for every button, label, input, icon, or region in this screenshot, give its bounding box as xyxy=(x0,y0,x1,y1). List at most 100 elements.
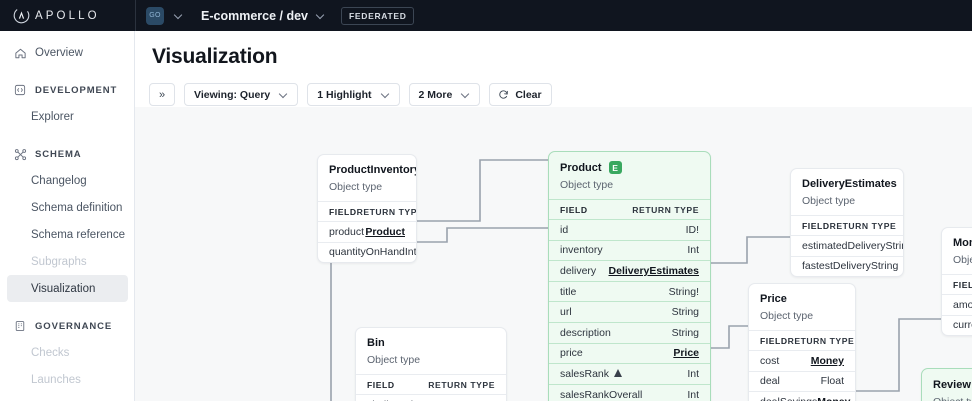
home-icon xyxy=(13,46,27,60)
field-return-type[interactable]: Product xyxy=(365,225,405,238)
field-row[interactable]: shellNumber Int xyxy=(356,394,506,401)
field-row[interactable]: salesRank Int xyxy=(549,363,710,384)
viewing-select[interactable]: Viewing: Query xyxy=(184,83,299,106)
brand-logo[interactable]: APOLLO xyxy=(0,0,135,31)
sidebar: Overview DEVELOPMENT Explorer SCHEMA xyxy=(0,31,135,401)
graph-variant-name[interactable]: E-commerce / dev xyxy=(201,8,308,23)
field-return-type: Int xyxy=(404,246,417,259)
sidebar-section-label: DEVELOPMENT xyxy=(35,84,118,96)
field-name: amount xyxy=(953,298,972,311)
field-return-type: Int xyxy=(687,244,699,257)
field-name: quantityOnHand xyxy=(329,246,405,259)
graph-node-productinventory[interactable]: ProductInventory Object type FIELD RETUR… xyxy=(317,154,417,264)
graph-node-price[interactable]: Price Object type FIELD RETURN TYPE cost… xyxy=(748,283,856,401)
sidebar-item-checks[interactable]: Checks xyxy=(0,339,134,366)
field-row[interactable]: fastestDelivery String xyxy=(791,255,903,277)
sidebar-item-label: Visualization xyxy=(31,282,96,295)
node-column-headers: FIELD RETURN TYPE xyxy=(318,201,416,221)
field-row[interactable]: inventory Int xyxy=(549,239,710,261)
variant-chevron-down-icon[interactable] xyxy=(316,11,325,20)
node-subtitle: Object type xyxy=(953,254,972,266)
warning-icon[interactable] xyxy=(614,368,623,377)
sidebar-item-changelog[interactable]: Changelog xyxy=(0,167,134,194)
sidebar-item-launches[interactable]: Launches xyxy=(0,366,134,393)
sidebar-item-overview[interactable]: Overview xyxy=(0,40,134,66)
chevron-down-icon xyxy=(279,90,288,99)
node-header: Review E Object type xyxy=(922,369,972,401)
clear-button[interactable]: Clear xyxy=(489,83,552,106)
field-row[interactable]: delivery DeliveryEstimates xyxy=(549,260,710,281)
field-return-type: String! xyxy=(668,285,699,298)
field-name: shellNumber xyxy=(367,399,426,401)
field-return-type[interactable]: Money xyxy=(810,354,844,367)
field-return-type: Int xyxy=(483,399,495,401)
highlight-select-label: 1 Highlight xyxy=(317,88,372,101)
field-row[interactable]: price Price xyxy=(549,342,710,364)
node-title: Review E xyxy=(933,378,971,391)
node-column-headers: FIELD RETURN TYPE xyxy=(942,274,972,294)
field-row[interactable]: id ID! xyxy=(549,219,710,240)
field-return-type: Float xyxy=(820,375,844,388)
field-row[interactable]: quantityOnHand Int xyxy=(318,241,417,263)
field-name: currencyCode xyxy=(953,319,972,332)
field-row[interactable]: url String xyxy=(549,301,710,322)
sidebar-item-subgraphs[interactable]: Subgraphs xyxy=(0,248,134,275)
field-row[interactable]: dealSavings Money xyxy=(749,391,855,401)
field-row[interactable]: amount Float xyxy=(942,294,972,315)
node-header: Price Object type xyxy=(749,284,855,330)
field-name: id xyxy=(560,223,569,236)
graph-node-review[interactable]: Review E Object type FIELD RETURN TYPE xyxy=(921,368,972,401)
sidebar-item-label: Schema reference xyxy=(31,228,125,241)
graph-node-product[interactable]: Product E Object type FIELD RETURN TYPE … xyxy=(548,151,711,401)
graph-avatar-icon[interactable]: GO xyxy=(146,6,164,25)
node-header: Bin Object type xyxy=(356,328,506,374)
highlight-select[interactable]: 1 Highlight xyxy=(307,83,400,106)
expand-panel-button[interactable]: » xyxy=(149,83,175,106)
graph-node-deliveryestimates[interactable]: DeliveryEstimates Object type FIELD RETU… xyxy=(790,168,904,278)
sidebar-item-explorer[interactable]: Explorer xyxy=(0,103,134,130)
node-subtitle: Object type xyxy=(933,396,972,401)
field-return-type[interactable]: Price xyxy=(673,347,699,360)
field-column-header: FIELD xyxy=(329,206,357,217)
field-row[interactable]: description String xyxy=(549,321,710,343)
field-row[interactable]: estimatedDelivery String xyxy=(791,235,903,256)
node-column-headers: FIELD RETURN TYPE xyxy=(549,199,710,219)
entity-badge-icon: E xyxy=(608,161,622,174)
sidebar-item-schema-reference[interactable]: Schema reference xyxy=(0,221,134,248)
field-name: deal xyxy=(760,375,780,388)
field-name: delivery xyxy=(560,264,597,277)
sidebar-item-label: Checks xyxy=(31,346,70,359)
node-title: DeliveryEstimates xyxy=(802,178,897,190)
refresh-icon xyxy=(498,89,509,100)
return-type-column-header: RETURN TYPE xyxy=(787,335,855,346)
graph-node-money[interactable]: Money Object type FIELD RETURN TYPE amou… xyxy=(941,227,972,337)
more-filters-select[interactable]: 2 More xyxy=(408,83,481,106)
node-header: Money Object type xyxy=(942,228,972,274)
node-subtitle: Object type xyxy=(329,181,383,193)
toolbar: » Viewing: Query 1 Highlight 2 More xyxy=(149,83,552,106)
field-return-type[interactable]: DeliveryEstimates xyxy=(608,264,699,277)
field-return-type: String xyxy=(885,239,903,252)
graph-edges xyxy=(330,159,941,401)
graph-node-bin[interactable]: Bin Object type FIELD RETURN TYPE shellN… xyxy=(355,327,507,401)
field-name: description xyxy=(560,326,611,339)
schema-icon xyxy=(13,147,27,161)
field-row[interactable]: title String! xyxy=(549,280,710,302)
field-return-type[interactable]: Money xyxy=(817,396,850,401)
clear-button-label: Clear xyxy=(515,88,542,101)
node-header: DeliveryEstimates Object type xyxy=(791,169,903,215)
field-row[interactable]: salesRankOverall Int xyxy=(549,383,710,401)
sidebar-item-visualization[interactable]: Visualization xyxy=(7,275,128,302)
return-type-column-header: RETURN TYPE xyxy=(428,379,495,390)
field-row[interactable]: currencyCode CURRENCY_CODE xyxy=(942,314,972,336)
sidebar-item-label: Explorer xyxy=(31,110,74,123)
sidebar-item-schema-definition[interactable]: Schema definition xyxy=(0,194,134,221)
graph-canvas[interactable]: ProductInventory Object type FIELD RETUR… xyxy=(135,107,972,401)
graph-switcher-chevron-down-icon[interactable] xyxy=(174,11,183,20)
field-row[interactable]: deal Float xyxy=(749,370,855,392)
sidebar-item-persisted-queries[interactable]: Persisted queries xyxy=(0,393,134,401)
node-subtitle: Object type xyxy=(802,195,856,207)
field-row[interactable]: cost Money xyxy=(749,350,855,371)
field-row[interactable]: product Product xyxy=(318,221,416,242)
